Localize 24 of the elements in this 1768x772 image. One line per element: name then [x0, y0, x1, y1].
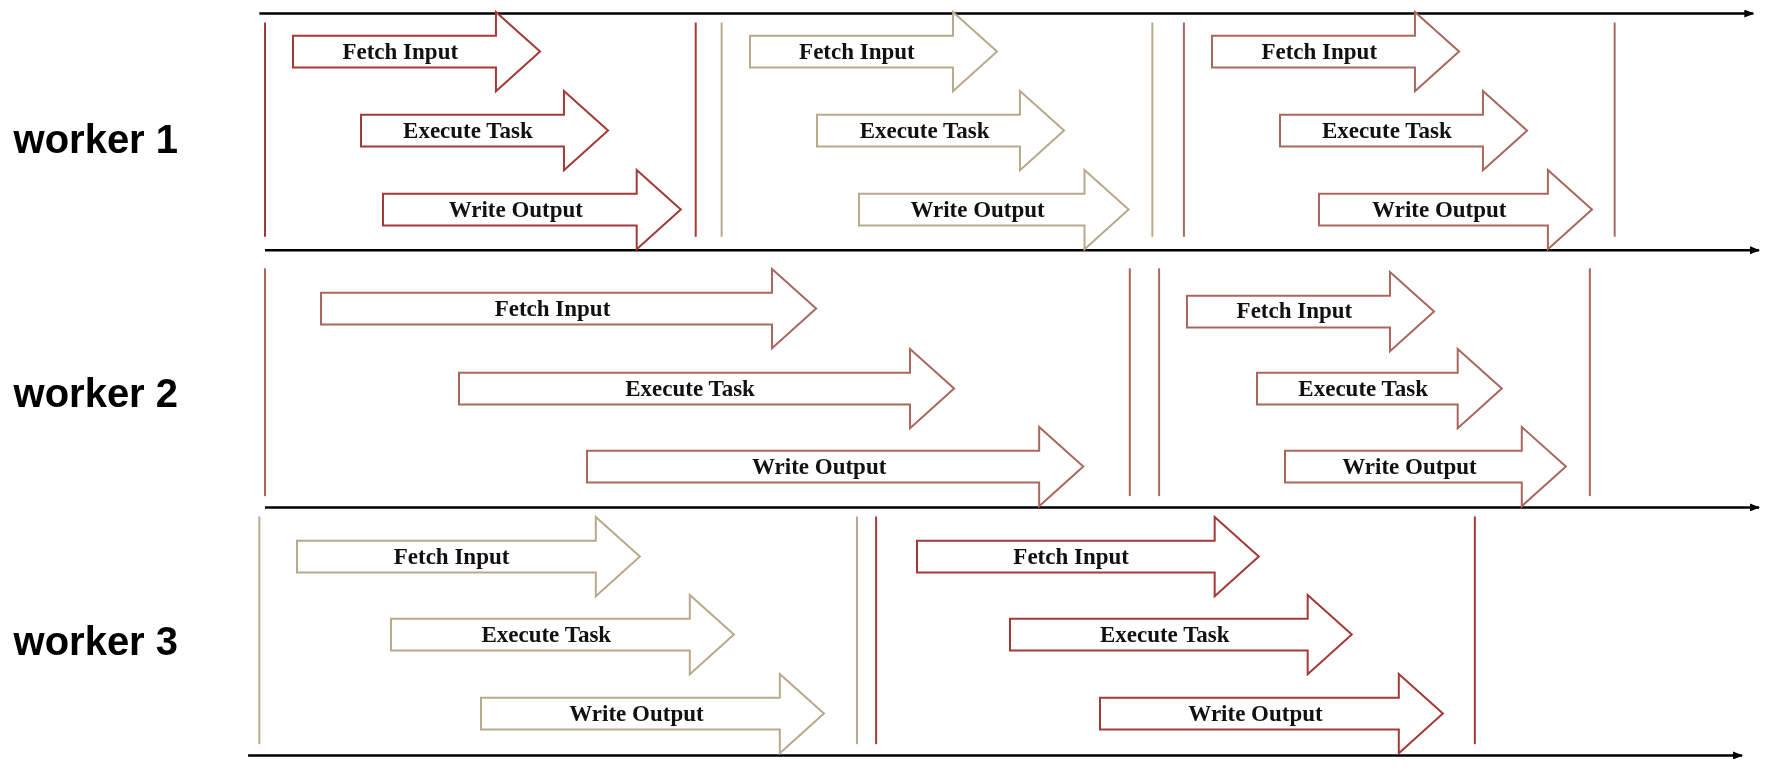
step-label: Write Output	[1188, 700, 1323, 727]
step-label: Fetch Input	[1261, 38, 1378, 65]
step-label: Fetch Input	[494, 295, 611, 322]
step-label: Execute Task	[1298, 376, 1429, 402]
step-label: Write Output	[910, 196, 1045, 223]
step-label: Execute Task	[403, 117, 533, 144]
step-label: Write Output	[751, 453, 887, 480]
step-label: Execute Task	[481, 621, 612, 648]
step-label: Fetch Input	[342, 38, 459, 65]
worker-label: worker 3	[13, 618, 179, 664]
step-label: Write Output	[448, 196, 584, 223]
worker-label: worker 1	[13, 116, 179, 162]
step-label: Write Output	[1342, 453, 1477, 480]
step-label: Fetch Input	[393, 544, 510, 570]
step-label: Execute Task	[1099, 621, 1230, 648]
step-label: Write Output	[1372, 196, 1507, 223]
worker-label: worker 2	[13, 370, 179, 416]
step-label: Execute Task	[625, 376, 755, 402]
step-label: Execute Task	[859, 117, 990, 144]
step-label: Write Output	[569, 700, 704, 727]
step-label: Fetch Input	[1236, 298, 1353, 325]
step-label: Fetch Input	[799, 38, 915, 65]
step-label: Fetch Input	[1013, 544, 1129, 570]
step-label: Execute Task	[1322, 117, 1452, 144]
